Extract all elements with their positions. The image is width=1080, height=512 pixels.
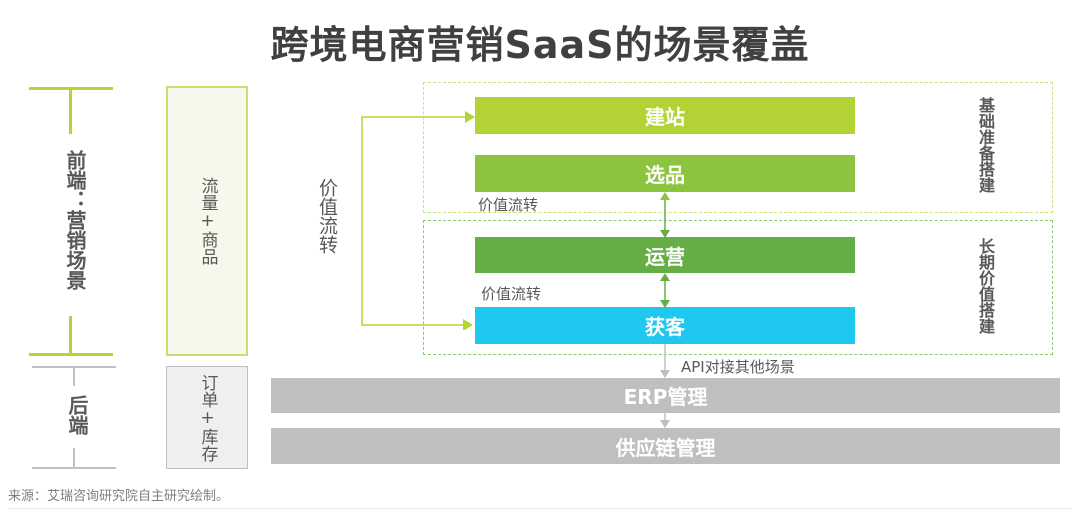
back-bracket-bottom (32, 467, 116, 469)
order-inventory-box: 订单+库存 (166, 366, 248, 469)
supply-chain-bar: 供应链管理 (271, 428, 1060, 464)
value-flow-label-1: 价值流转 (478, 196, 539, 214)
back-bracket-top-stem (73, 366, 75, 386)
order-inventory-label: 订单+库存 (197, 373, 218, 462)
operations-bar: 运营 (475, 237, 855, 273)
page-title: 跨境电商营销SaaS的场景覆盖 (270, 23, 810, 67)
footer-divider (8, 508, 1072, 509)
erp-management-label: ERP管理 (623, 385, 708, 409)
value-flow-label-2: 价值流转 (481, 285, 542, 303)
double-arrow-icon (660, 192, 670, 238)
customer-acquisition-label: 获客 (645, 315, 685, 339)
customer-acquisition-bar: 获客 (475, 307, 855, 344)
basic-setup-group (423, 82, 1053, 213)
front-bracket-bottom (29, 353, 113, 356)
double-arrow-icon (660, 273, 670, 308)
long-term-value-label: 长期价值搭建 (976, 238, 995, 334)
erp-management-bar: ERP管理 (271, 378, 1060, 413)
site-building-bar: 建站 (475, 97, 855, 134)
back-bracket-bottom-stem (73, 448, 75, 468)
traffic-goods-label: 流量+商品 (197, 177, 218, 265)
traffic-goods-box: 流量+商品 (166, 86, 248, 356)
product-selection-label: 选品 (645, 163, 685, 187)
basic-setup-label: 基础准备搭建 (976, 97, 995, 193)
source-note: 来源：艾瑞咨询研究院自主研究绘制。 (8, 489, 230, 504)
down-arrow-icon (660, 413, 670, 428)
back-end-label: 后端 (65, 395, 89, 435)
supply-chain-label: 供应链管理 (615, 435, 716, 460)
product-selection-bar: 选品 (475, 155, 855, 192)
down-arrow-icon (660, 344, 670, 378)
operations-label: 运营 (645, 244, 685, 269)
front-bracket-top-stem (69, 87, 72, 134)
api-integration-label: API对接其他场景 (681, 358, 795, 376)
site-building-label: 建站 (645, 105, 685, 129)
value-flow-label: 价值流转 (316, 178, 338, 254)
long-term-value-group (423, 220, 1053, 355)
front-bracket-bottom-stem (69, 316, 72, 356)
front-end-label: 前端：营销场景 (63, 150, 87, 290)
value-flow-loop-arrow (361, 111, 475, 330)
